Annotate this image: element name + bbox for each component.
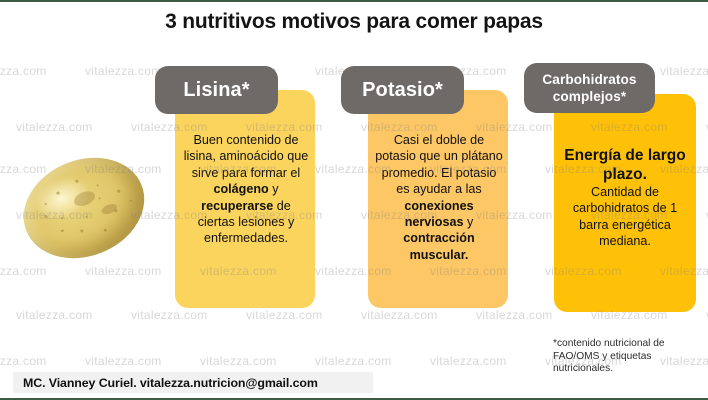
body-text: Casi el doble de potasio que un plátano …	[375, 133, 503, 197]
watermark-text: vitalezza.com	[0, 354, 47, 368]
credit-bar: MC. Vianney Curiel. vitalezza.nutricion@…	[13, 372, 373, 393]
body-text: Buen contenido de lisina, aminoácido que…	[183, 133, 309, 180]
watermark-text: vitalezza.com	[361, 308, 438, 322]
emphasis-text: conexiones nerviosas	[404, 198, 474, 230]
card-lisina	[175, 90, 315, 308]
watermark-text: vitalezza.com	[315, 354, 392, 368]
watermark-text: vitalezza.com	[85, 354, 162, 368]
card-carbohidratos	[554, 94, 696, 312]
footnote: *contenido nutricional de FAO/OMS y etiq…	[553, 338, 665, 375]
card-potasio	[368, 90, 508, 308]
watermark-text: vitalezza.com	[85, 64, 162, 78]
watermark-text: vitalezza.com	[200, 354, 277, 368]
card-carbohidratos-text: Cantidad de carbohidratos de 1 barra ene…	[572, 185, 678, 249]
potato-image	[8, 140, 160, 276]
potato-shape	[8, 140, 160, 276]
page-title: 3 nutritivos motivos para comer papas	[165, 10, 543, 33]
card-carbohidratos-badge: Carbohidratos complejos*	[524, 63, 655, 113]
credit-text: MC. Vianney Curiel. vitalezza.nutricion@…	[23, 375, 318, 390]
body-text: y	[463, 215, 474, 230]
watermark-text: vitalezza.com	[476, 308, 553, 322]
card-carbohidratos-body: Energía de largo plazo. Cantidad de carb…	[551, 138, 699, 260]
watermark-text: vitalezza.com	[131, 308, 208, 322]
emphasis-text: contracción muscular.	[403, 231, 475, 262]
card-potasio-badge: Potasio*	[341, 66, 464, 114]
emphasis-text: recuperarse	[201, 198, 274, 213]
card-carbohidratos-headline: Energía de largo plazo.	[564, 147, 686, 183]
body-text: y	[268, 182, 279, 197]
watermark-text: vitalezza.com	[660, 64, 708, 78]
watermark-text: vitalezza.com	[16, 120, 93, 134]
card-potasio-body: Casi el doble de potasio que un plátano …	[366, 124, 512, 273]
card-lisina-body: Buen contenido de lisina, aminoácido que…	[173, 124, 319, 257]
watermark-text: vitalezza.com	[246, 308, 323, 322]
watermark-text: vitalezza.com	[0, 64, 47, 78]
watermark-text: vitalezza.com	[430, 354, 507, 368]
watermark-text: vitalezza.com	[16, 308, 93, 322]
card-lisina-badge: Lisina*	[155, 66, 278, 114]
body-text: de ciertas lesiones y enfermedades.	[197, 198, 295, 246]
emphasis-text: colágeno	[213, 182, 269, 197]
